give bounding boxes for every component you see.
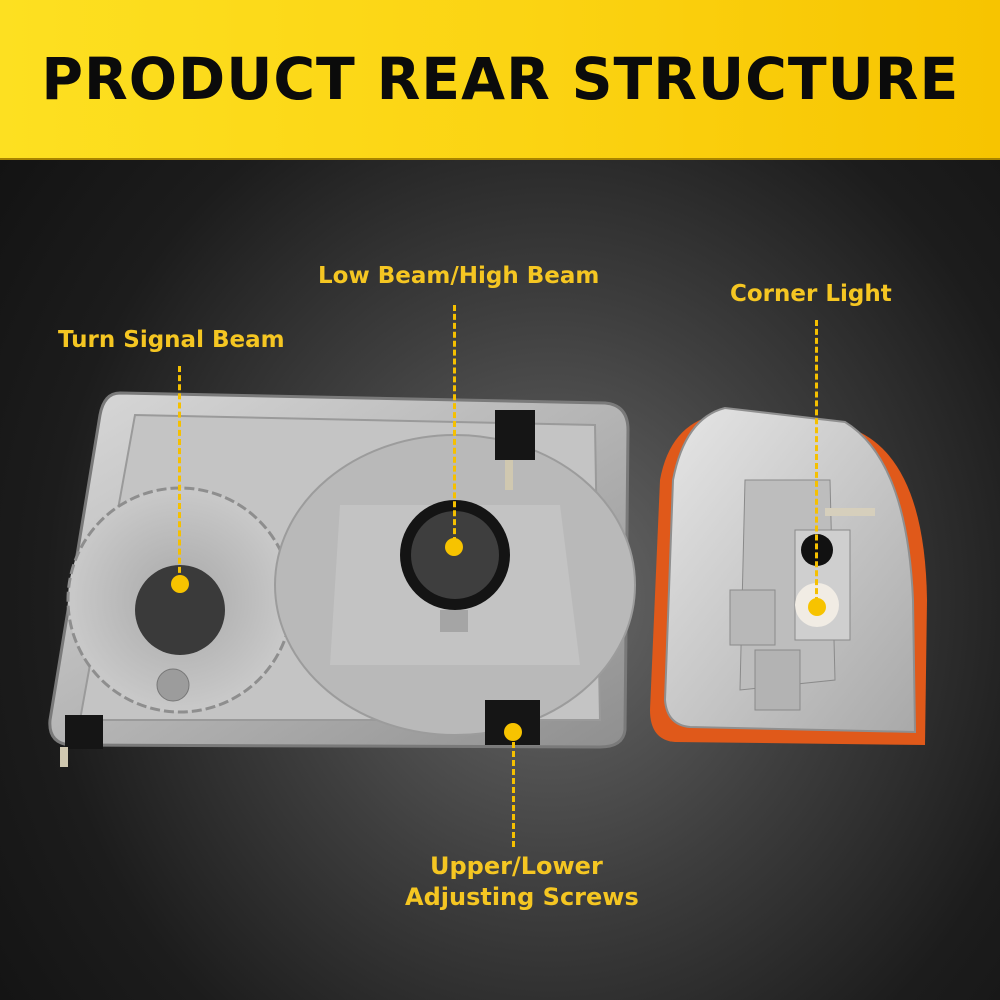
callout-corner-light-dot xyxy=(808,598,826,616)
callout-turn-signal-beam-label: Turn Signal Beam xyxy=(58,327,285,353)
callout-low-high-beam-line xyxy=(453,305,456,543)
page-title: PRODUCT REAR STRUCTURE xyxy=(41,45,959,113)
callout-low-high-beam-label: Low Beam/High Beam xyxy=(318,263,600,289)
title-banner: PRODUCT REAR STRUCTURE xyxy=(0,0,1000,160)
callout-adjusting-screws-label-line2: Adjusting Screws xyxy=(405,883,639,911)
callout-adjusting-screws-line xyxy=(512,742,515,847)
callout-turn-signal-beam-dot xyxy=(171,575,189,593)
callout-turn-signal-beam-line xyxy=(178,366,181,582)
headlight-housing-image xyxy=(48,391,636,767)
callout-adjusting-screws-dot xyxy=(504,723,522,741)
callout-adjusting-screws-label-line1: Upper/Lower xyxy=(430,852,603,880)
callout-low-high-beam-dot xyxy=(445,538,463,556)
corner-light-housing-image xyxy=(650,406,927,745)
callout-corner-light-line xyxy=(815,320,818,603)
callout-corner-light-label: Corner Light xyxy=(730,281,892,307)
